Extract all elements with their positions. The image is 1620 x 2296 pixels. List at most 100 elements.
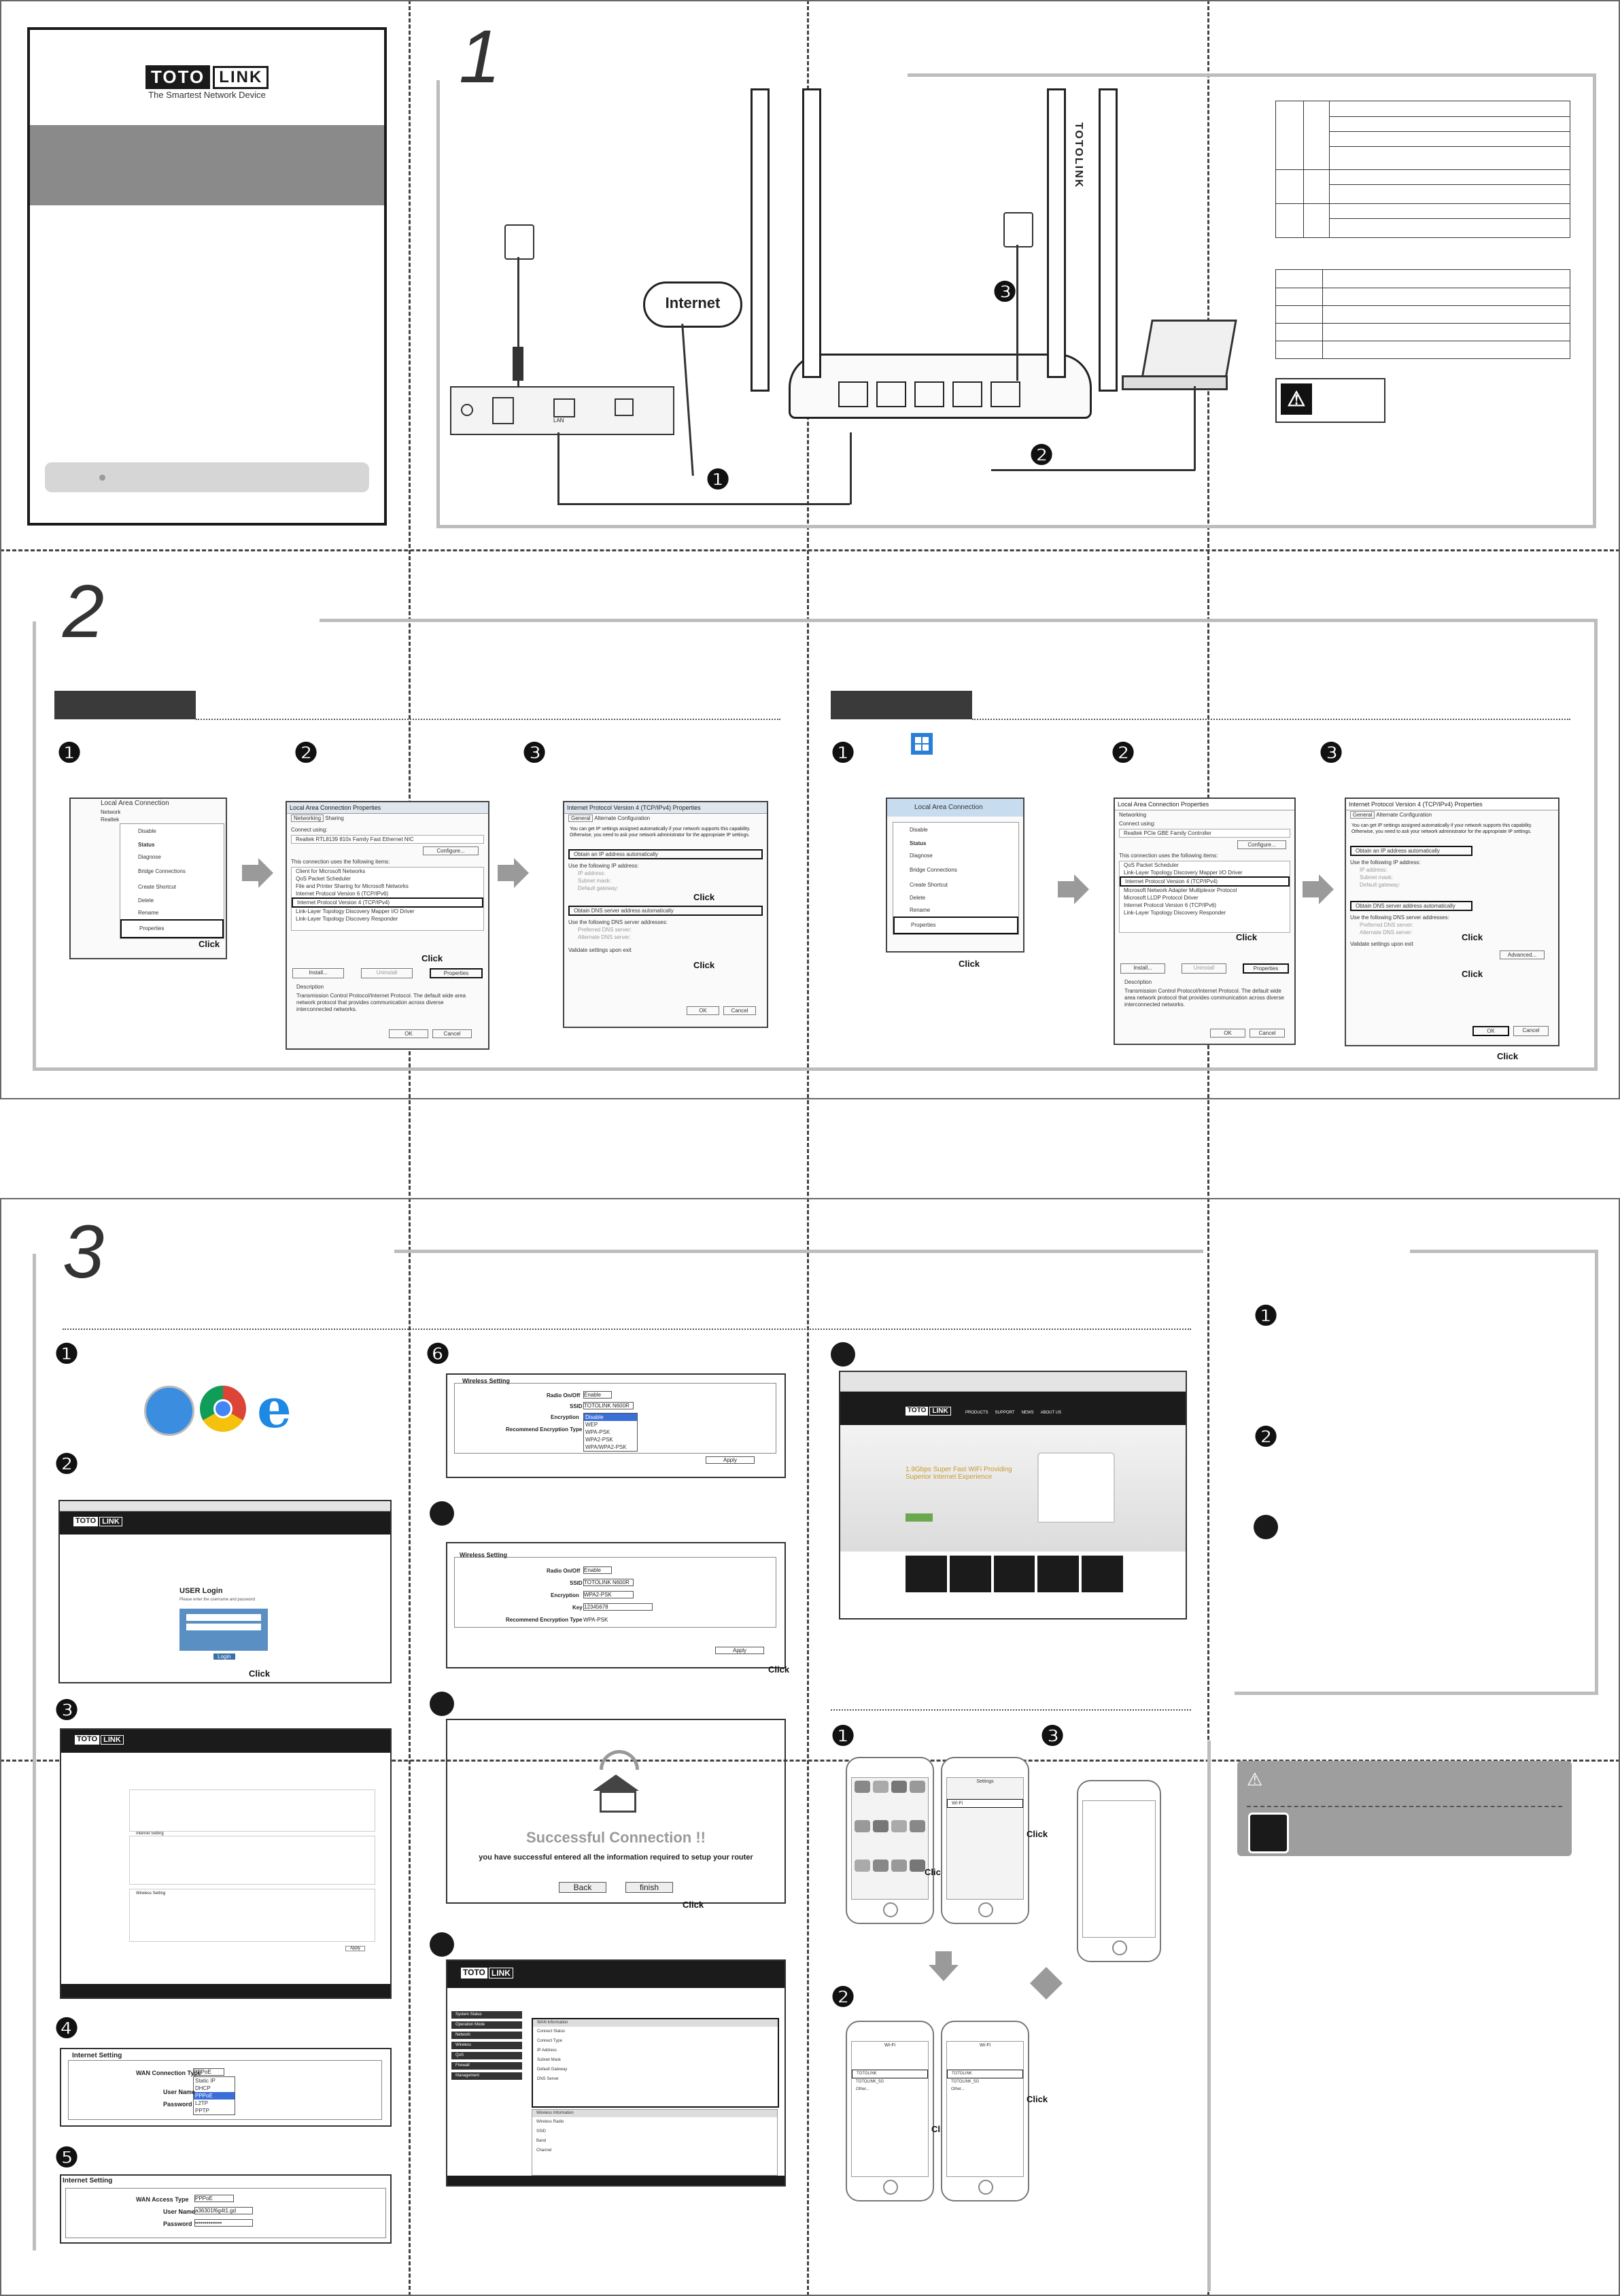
login-button[interactable]: Login bbox=[213, 1654, 235, 1660]
wd-enc-opt-3[interactable]: WPA2-PSK bbox=[585, 1437, 613, 1443]
xp-item-2[interactable]: File and Printer Sharing for Microsoft N… bbox=[296, 883, 409, 889]
w8-item-3[interactable]: Microsoft Network Adapter Multiplexor Pr… bbox=[1124, 887, 1237, 893]
status-menu-2[interactable]: Network bbox=[451, 2032, 522, 2039]
xp-validate[interactable]: Validate settings upon exit bbox=[568, 947, 632, 953]
xp-menu-bridge[interactable]: Bridge Connections bbox=[138, 868, 186, 874]
pppoe-wan-select[interactable]: PPPoE bbox=[193, 2068, 224, 2076]
w8-advanced[interactable]: Advanced... bbox=[1500, 950, 1545, 959]
w8-ipv4-tab-alternate[interactable]: Alternate Configuration bbox=[1376, 812, 1432, 818]
w8-use-dns[interactable]: Use the following DNS server addresses: bbox=[1350, 914, 1449, 921]
xp-use-ip[interactable]: Use the following IP address: bbox=[568, 863, 639, 869]
pppoe-opt-3[interactable]: L2TP bbox=[195, 2100, 209, 2106]
w8-ipv4-cancel[interactable]: Cancel bbox=[1513, 1026, 1549, 1036]
xp-item-0[interactable]: Client for Microsoft Networks bbox=[296, 868, 366, 874]
w8-use-ip[interactable]: Use the following IP address: bbox=[1350, 859, 1421, 866]
xp-auto-dns[interactable]: Obtain DNS server address automatically bbox=[568, 906, 763, 916]
w8-auto-dns[interactable]: Obtain DNS server address automatically bbox=[1350, 901, 1472, 911]
phone-settings-wifi[interactable]: Wi-Fi bbox=[947, 1799, 1023, 1808]
xp-cancel-button[interactable]: Cancel bbox=[432, 1029, 472, 1038]
wd-radio-select[interactable]: Enable bbox=[583, 1391, 612, 1399]
wd-enc-opt-2[interactable]: WPA-PSK bbox=[585, 1429, 610, 1435]
w8-tab-networking[interactable]: Networking bbox=[1119, 812, 1147, 818]
filled-pass-input[interactable]: •••••••••••••• bbox=[194, 2219, 253, 2227]
xp-ok-button[interactable]: OK bbox=[389, 1029, 428, 1038]
w8-item-4[interactable]: Microsoft LLDP Protocol Driver bbox=[1124, 895, 1199, 901]
w8-menu-bridge[interactable]: Bridge Connections bbox=[910, 867, 957, 873]
wf-apply[interactable]: Apply bbox=[715, 1647, 764, 1654]
w8-menu-rename[interactable]: Rename bbox=[910, 907, 931, 913]
site-menu-products[interactable]: PRODUCTS bbox=[965, 1411, 988, 1415]
xp-item-5[interactable]: Link-Layer Topology Discovery Mapper I/O… bbox=[296, 908, 415, 914]
wd-ssid-input[interactable]: TOTOLINK N600R bbox=[583, 1402, 634, 1409]
w8-menu-disable[interactable]: Disable bbox=[910, 827, 928, 833]
wd-apply[interactable]: Apply bbox=[706, 1456, 755, 1464]
xp-tab-networking[interactable]: Networking bbox=[291, 815, 324, 822]
phone-net-0[interactable]: TOTOLINK bbox=[852, 2070, 928, 2078]
xp-auto-ip[interactable]: Obtain an IP address automatically bbox=[568, 849, 763, 859]
w8-ok-button[interactable]: OK bbox=[1210, 1029, 1245, 1038]
w8-item-1[interactable]: Link-Layer Topology Discovery Mapper I/O… bbox=[1124, 870, 1243, 876]
w8-configure[interactable]: Configure... bbox=[1237, 840, 1286, 849]
qs-apply[interactable]: Apply bbox=[345, 1946, 366, 1951]
wf-enc-select[interactable]: WPA2-PSK bbox=[583, 1591, 634, 1598]
xp-item-3[interactable]: Internet Protocol Version 6 (TCP/IPv6) bbox=[296, 891, 389, 897]
w8-item-2[interactable]: Internet Protocol Version 4 (TCP/IPv4) bbox=[1120, 876, 1290, 887]
xp-ipv4-tab-general[interactable]: General bbox=[568, 815, 593, 822]
xp-menu-disable[interactable]: Disable bbox=[138, 828, 156, 834]
w8-properties-button[interactable]: Properties bbox=[1243, 963, 1289, 974]
filled-user-input[interactable]: a36301f6g4t1.gd bbox=[194, 2207, 253, 2214]
w8-menu-delete[interactable]: Delete bbox=[910, 895, 926, 901]
w8-menu-status[interactable]: Status bbox=[910, 840, 927, 846]
xp-menu-properties[interactable]: Properties bbox=[120, 919, 224, 938]
w8-item-5[interactable]: Internet Protocol Version 6 (TCP/IPv6) bbox=[1124, 902, 1217, 908]
phone-net-1[interactable]: TOTOLINK_5G bbox=[856, 2080, 884, 2084]
xp-properties-button[interactable]: Properties bbox=[430, 968, 483, 978]
status-menu-3[interactable]: Wireless bbox=[451, 2042, 522, 2049]
wf-key-input[interactable]: 12345678 bbox=[583, 1603, 653, 1611]
w8-ipv4-tab-general[interactable]: General bbox=[1350, 811, 1375, 819]
filled-wan-select[interactable]: PPPoE bbox=[194, 2195, 234, 2202]
status-menu-6[interactable]: Management bbox=[451, 2072, 522, 2080]
pppoe-opt-4[interactable]: PPTP bbox=[195, 2108, 209, 2114]
w8-item-0[interactable]: QoS Packet Scheduler bbox=[1124, 862, 1179, 868]
xp-ipv4-cancel[interactable]: Cancel bbox=[723, 1006, 756, 1015]
w8-ipv4-ok[interactable]: OK bbox=[1472, 1026, 1509, 1036]
phone-net2-1[interactable]: TOTOLINK_5G bbox=[951, 2080, 980, 2084]
pppoe-opt-1[interactable]: DHCP bbox=[195, 2085, 211, 2091]
success-finish[interactable]: finish bbox=[625, 1882, 673, 1893]
status-menu-1[interactable]: Operation Mode bbox=[451, 2021, 522, 2029]
status-menu-4[interactable]: QoS bbox=[451, 2052, 522, 2059]
xp-install-button[interactable]: Install... bbox=[292, 968, 344, 978]
status-menu-0[interactable]: System Status bbox=[451, 2011, 522, 2019]
xp-tab-sharing[interactable]: Sharing bbox=[325, 815, 344, 821]
success-back[interactable]: Back bbox=[559, 1882, 606, 1893]
site-menu-about[interactable]: ABOUT US bbox=[1040, 1411, 1062, 1415]
site-menu-support[interactable]: SUPPORT bbox=[995, 1411, 1015, 1415]
wf-radio-select[interactable]: Enable bbox=[583, 1566, 612, 1574]
wd-enc-opt-4[interactable]: WPA/WPA2-PSK bbox=[585, 1444, 627, 1450]
w8-item-6[interactable]: Link-Layer Topology Discovery Responder bbox=[1124, 910, 1226, 916]
xp-uninstall-button[interactable]: Uninstall bbox=[361, 968, 413, 978]
xp-menu-shortcut[interactable]: Create Shortcut bbox=[138, 884, 177, 890]
xp-ipv4-tab-alternate[interactable]: Alternate Configuration bbox=[594, 815, 651, 821]
xp-menu-delete[interactable]: Delete bbox=[138, 897, 154, 904]
xp-item-4[interactable]: Internet Protocol Version 4 (TCP/IPv4) bbox=[292, 897, 483, 908]
w8-menu-diagnose[interactable]: Diagnose bbox=[910, 853, 933, 859]
pppoe-opt-2[interactable]: PPPoE bbox=[194, 2092, 235, 2100]
w8-cancel-button[interactable]: Cancel bbox=[1250, 1029, 1285, 1038]
pppoe-opt-0[interactable]: Static IP bbox=[195, 2078, 216, 2084]
wd-enc-opt-0[interactable]: Disable bbox=[584, 1413, 637, 1421]
phone-net2-2[interactable]: Other... bbox=[951, 2087, 965, 2091]
w8-menu-properties[interactable]: Properties bbox=[893, 916, 1018, 934]
xp-configure[interactable]: Configure... bbox=[423, 846, 479, 855]
w8-uninstall-button[interactable]: Uninstall bbox=[1182, 963, 1226, 974]
w8-auto-ip[interactable]: Obtain an IP address automatically bbox=[1350, 846, 1472, 856]
w8-install-button[interactable]: Install... bbox=[1120, 963, 1165, 974]
phone-net2-0[interactable]: TOTOLINK bbox=[947, 2070, 1023, 2078]
wd-enc-opt-1[interactable]: WEP bbox=[585, 1422, 598, 1428]
w8-validate[interactable]: Validate settings upon exit bbox=[1350, 941, 1413, 947]
xp-menu-status[interactable]: Status bbox=[138, 842, 155, 848]
xp-item-6[interactable]: Link-Layer Topology Discovery Responder bbox=[296, 916, 398, 922]
phone-net-2[interactable]: Other... bbox=[856, 2087, 869, 2091]
site-menu-news[interactable]: NEWS bbox=[1021, 1411, 1034, 1415]
